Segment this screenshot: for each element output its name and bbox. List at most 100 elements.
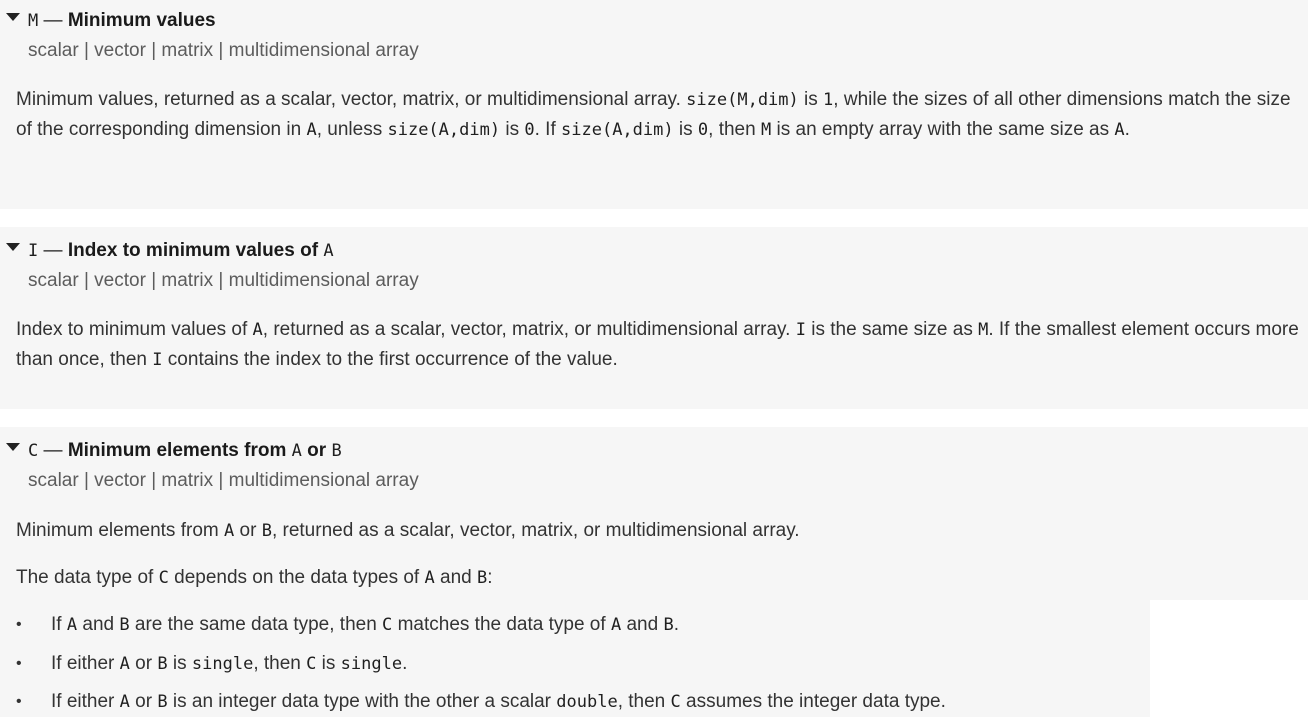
- text: , then: [253, 653, 307, 674]
- arg-c-var: C: [28, 441, 39, 461]
- text: assumes the integer data type.: [680, 691, 946, 712]
- code: B: [261, 521, 272, 541]
- arg-c-description: Minimum elements from A or B, returned a…: [16, 516, 1306, 546]
- arg-c-title-or: or: [301, 440, 332, 461]
- text: contains the index to the first occurren…: [162, 349, 618, 370]
- code: A: [1114, 120, 1125, 140]
- code: size(A,dim): [561, 120, 674, 140]
- code: B: [157, 692, 168, 712]
- text: is the same size as: [805, 319, 979, 340]
- code: B: [477, 568, 488, 588]
- blank-panel: [1150, 600, 1308, 717]
- code: A: [610, 615, 622, 635]
- text: or: [129, 653, 158, 674]
- text: is an empty array with the same size as: [771, 119, 1115, 140]
- code: A: [66, 615, 78, 635]
- list-item-text: If either A or B is single, then C is si…: [51, 652, 407, 676]
- output-arg-c-section: C — Minimum elements from A or B scalar …: [0, 427, 1308, 717]
- arg-m-header[interactable]: M — Minimum values: [28, 9, 216, 33]
- arg-c-title-var1: A: [291, 441, 302, 461]
- code: C: [670, 692, 681, 712]
- code: 1: [823, 90, 834, 110]
- list-item-text: If either A or B is an integer data type…: [51, 690, 946, 714]
- text: Minimum values, returned as a scalar, ve…: [16, 89, 687, 110]
- arg-c-types: scalar | vector | matrix | multidimensio…: [28, 470, 419, 491]
- bullet-icon: •: [16, 693, 22, 710]
- text: , unless: [316, 119, 388, 140]
- code: A: [252, 320, 263, 340]
- code: M: [978, 320, 989, 340]
- text: .: [673, 614, 679, 635]
- text: , returned as a scalar, vector, matrix, …: [262, 319, 796, 340]
- code: A: [119, 654, 130, 674]
- text: , then: [617, 691, 671, 712]
- text: is: [500, 119, 525, 140]
- text: or: [234, 520, 262, 541]
- text: is an integer data type with the other a…: [167, 691, 557, 712]
- arg-c-header[interactable]: C — Minimum elements from A or B: [28, 439, 342, 463]
- text: Minimum elements from: [16, 520, 224, 541]
- code: B: [119, 615, 130, 635]
- list-item-text: If A and B are the same data type, then …: [51, 613, 679, 637]
- code: single: [191, 654, 254, 674]
- code: B: [157, 654, 168, 674]
- code: double: [556, 692, 618, 712]
- text: The data type of: [16, 567, 159, 588]
- text: .: [1124, 119, 1130, 140]
- text: are the same data type, then: [129, 614, 383, 635]
- text: and: [434, 567, 477, 588]
- expand-triangle-icon[interactable]: [6, 243, 20, 251]
- arg-i-var: I: [28, 241, 39, 261]
- arg-m-types: scalar | vector | matrix | multidimensio…: [28, 40, 419, 61]
- text: . If the smallest element occurs more th…: [16, 319, 1299, 370]
- code: A: [424, 568, 435, 588]
- bullet-icon: •: [16, 616, 22, 633]
- code: C: [158, 568, 169, 588]
- text: If: [51, 614, 67, 635]
- text: , then: [708, 119, 761, 140]
- text: If either: [51, 653, 120, 674]
- text: Index to minimum values of: [16, 319, 253, 340]
- arg-c-title-var2: B: [331, 441, 342, 461]
- output-arg-i-section: I — Index to minimum values of A scalar …: [0, 227, 1308, 409]
- text: matches the data type of: [392, 614, 611, 635]
- output-arg-m-section: M — Minimum values scalar | vector | mat…: [0, 0, 1308, 209]
- code: A: [306, 120, 317, 140]
- arg-i-header[interactable]: I — Index to minimum values of A: [28, 239, 334, 263]
- code: C: [306, 654, 317, 674]
- arg-m-dash: —: [38, 10, 68, 31]
- arg-i-title-var: A: [323, 241, 334, 261]
- text: is: [167, 653, 192, 674]
- expand-triangle-icon[interactable]: [6, 13, 20, 21]
- arg-m-description: Minimum values, returned as a scalar, ve…: [16, 85, 1306, 145]
- code: M: [760, 120, 772, 140]
- text: or: [129, 691, 158, 712]
- arg-i-dash: —: [38, 240, 68, 261]
- text: is: [316, 653, 341, 674]
- arg-m-title: Minimum values: [67, 10, 216, 31]
- text: and: [621, 614, 664, 635]
- arg-i-description: Index to minimum values of A, returned a…: [16, 315, 1306, 375]
- text: .: [402, 653, 408, 674]
- arg-m-var: M: [28, 11, 39, 31]
- code: size(M,dim): [686, 90, 799, 110]
- text: is: [673, 119, 698, 140]
- text: :: [487, 567, 493, 588]
- bullet-icon: •: [16, 655, 22, 672]
- code: I: [795, 320, 806, 340]
- code: 0: [524, 120, 535, 140]
- code: A: [224, 521, 235, 541]
- expand-triangle-icon[interactable]: [6, 443, 20, 451]
- code: A: [119, 692, 130, 712]
- text: , while the sizes of all other dimension…: [16, 89, 1291, 140]
- text: and: [77, 614, 120, 635]
- arg-c-dash: —: [38, 440, 68, 461]
- code: 0: [697, 120, 709, 140]
- text: is: [798, 89, 824, 110]
- code: size(A,dim): [387, 120, 501, 140]
- text: depends on the data types of: [168, 567, 425, 588]
- code: single: [340, 654, 403, 674]
- text: , returned as a scalar, vector, matrix, …: [271, 520, 800, 541]
- text: If either: [51, 691, 120, 712]
- arg-c-title: Minimum elements from: [67, 440, 292, 461]
